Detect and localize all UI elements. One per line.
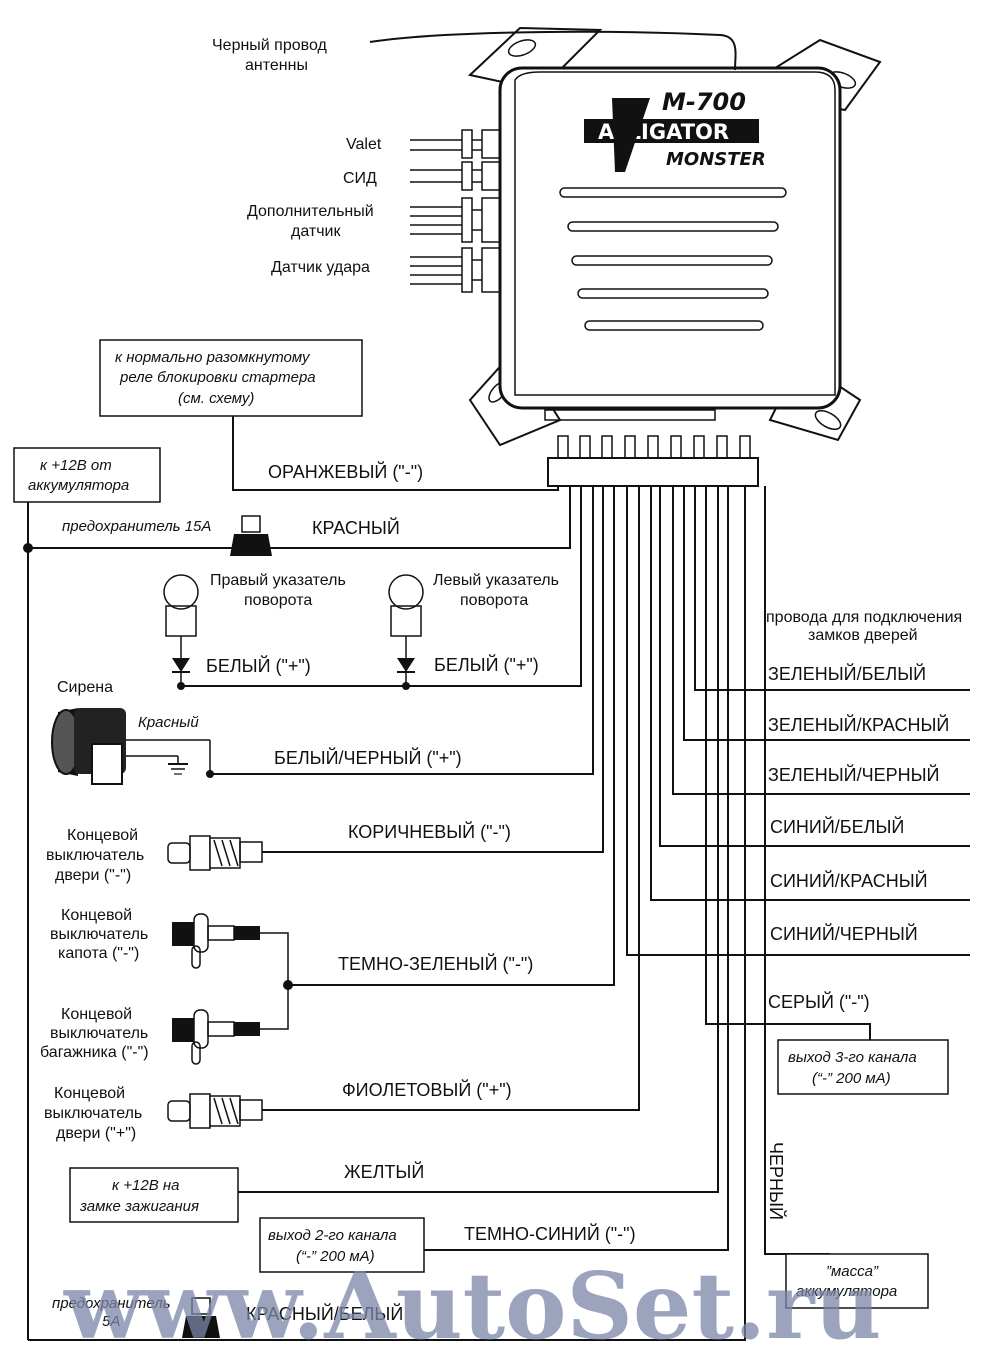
green-red-wire-label: ЗЕЛЕНЫЙ/КРАСНЫЙ	[768, 714, 949, 735]
ignition-text-2: замке зажигания	[79, 1198, 199, 1215]
right-turn-label-1: Правый указатель	[210, 572, 346, 589]
starter-relay-box	[99, 339, 363, 417]
ground-text-2: аккумулятора	[796, 1283, 897, 1300]
fuse-5a-icon	[182, 1297, 220, 1338]
door-locks-label-1: провода для подключения	[766, 609, 962, 626]
siren-red-label: Красный	[138, 714, 199, 731]
starter-text-2: реле блокировки стартера	[119, 369, 316, 386]
door-minus-label-2: выключатель	[46, 847, 144, 864]
door-switch-minus-icon	[167, 835, 263, 871]
door-locks-label-2: замков дверей	[808, 627, 918, 644]
channel-3-text-2: (“-” 200 мА)	[812, 1070, 891, 1087]
channel-2-text-1: выход 2-го канала	[268, 1227, 397, 1244]
hood-switch-icon	[172, 913, 289, 985]
brand-sub-label: MONSTER	[666, 149, 766, 170]
harness-wires	[27, 416, 970, 1341]
starter-text-3: (см. схему)	[178, 390, 254, 407]
white-wire-label-left: БЕЛЫЙ ("+")	[434, 654, 539, 675]
fuse-15a-label: предохранитель 15А	[62, 518, 211, 535]
fuse-5a-label-1: предохранитель	[52, 1295, 171, 1312]
green-white-wire-label: ЗЕЛЕНЫЙ/БЕЛЫЙ	[768, 663, 926, 684]
channel-3-text-1: выход 3-го канала	[788, 1049, 917, 1066]
blue-black-wire-label: СИНИЙ/ЧЕРНЫЙ	[770, 923, 918, 944]
alarm-unit: M-700 ALLIGATOR MONSTER	[467, 26, 882, 487]
blue-red-wire-label: СИНИЙ/КРАСНЫЙ	[770, 870, 928, 891]
door-plus-label-2: выключатель	[44, 1105, 142, 1122]
black-wire-label: ЧЕРНЫЙ	[766, 1142, 787, 1220]
extra-sensor-label-2: датчик	[291, 223, 341, 240]
ignition-text-1: к +12В на	[112, 1177, 179, 1194]
channel-2-box	[259, 1217, 425, 1273]
left-turn-label-1: Левый указатель	[433, 572, 559, 589]
model-label: M-700	[662, 88, 746, 116]
trunk-label-2: выключатель	[50, 1025, 148, 1042]
dark-blue-wire-label: ТЕМНО-СИНИЙ ("-")	[464, 1223, 636, 1244]
left-turn-lamp-icon	[388, 574, 424, 690]
blue-white-wire-label: СИНИЙ/БЕЛЫЙ	[770, 816, 904, 837]
hood-label-3: капота ("-")	[58, 945, 139, 962]
siren-icon	[51, 708, 214, 785]
dark-green-wire-label: ТЕМНО-ЗЕЛЕНЫЙ ("-")	[338, 953, 533, 974]
hood-label-1: Концевой	[61, 907, 132, 924]
harness-connector-pins	[557, 435, 751, 459]
door-switch-plus-icon	[167, 1093, 263, 1129]
channel-2-text-2: (“-” 200 мА)	[296, 1248, 375, 1265]
siren-label: Сирена	[57, 679, 113, 696]
battery-text-2: аккумулятора	[28, 477, 129, 494]
ignition-box	[69, 1167, 239, 1223]
hood-label-2: выключатель	[50, 926, 148, 943]
battery-text-1: к +12В от	[40, 457, 112, 474]
right-turn-lamp-icon	[163, 574, 199, 690]
violet-wire-label: ФИОЛЕТОВЫЙ ("+")	[342, 1079, 512, 1100]
battery-box	[13, 447, 161, 503]
grey-wire-label: СЕРЫЙ ("-")	[768, 991, 870, 1012]
right-turn-label-2: поворота	[244, 592, 312, 609]
extra-sensor-label-1: Дополнительный	[247, 203, 374, 220]
ground-box	[785, 1253, 929, 1309]
shock-sensor-label: Датчик удара	[271, 259, 370, 276]
antenna-wire	[369, 30, 737, 71]
antenna-label-2: антенны	[245, 57, 308, 74]
led-label: СИД	[343, 170, 377, 187]
fuse-5a-label-2: 5А	[102, 1313, 120, 1330]
white-black-wire-label: БЕЛЫЙ/ЧЕРНЫЙ ("+")	[274, 747, 462, 768]
trunk-label-1: Концевой	[61, 1006, 132, 1023]
left-connectors	[410, 129, 501, 293]
door-minus-label-3: двери ("-")	[55, 867, 131, 884]
door-plus-label-1: Концевой	[54, 1085, 125, 1102]
red-wire-label: КРАСНЫЙ	[312, 517, 400, 538]
valet-label: Valet	[346, 136, 382, 153]
watermark: www.AutoSet.ru	[63, 1252, 881, 1360]
trunk-label-3: багажника ("-")	[40, 1044, 149, 1061]
white-wire-label-right: БЕЛЫЙ ("+")	[206, 655, 311, 676]
left-turn-label-2: поворота	[460, 592, 528, 609]
starter-text-1: к нормально разомкнутому	[115, 349, 311, 366]
door-minus-label-1: Концевой	[67, 827, 138, 844]
red-white-wire-label: КРАСНЫЙ/БЕЛЫЙ	[246, 1303, 403, 1324]
junction-dot	[23, 543, 33, 553]
yellow-wire-label: ЖЕЛТЫЙ	[344, 1161, 424, 1182]
orange-wire-label: ОРАНЖЕВЫЙ ("-")	[268, 461, 423, 482]
trunk-switch-icon	[172, 985, 289, 1065]
green-black-wire-label: ЗЕЛЕНЫЙ/ЧЕРНЫЙ	[768, 764, 939, 785]
brown-wire-label: КОРИЧНЕВЫЙ ("-")	[348, 821, 511, 842]
ground-text-1: ”масса”	[826, 1263, 879, 1280]
channel-3-box	[777, 1039, 949, 1095]
door-plus-label-3: двери ("+")	[56, 1125, 136, 1142]
fuse-15a-icon	[230, 515, 272, 556]
antenna-label-1: Черный провод	[212, 37, 328, 54]
